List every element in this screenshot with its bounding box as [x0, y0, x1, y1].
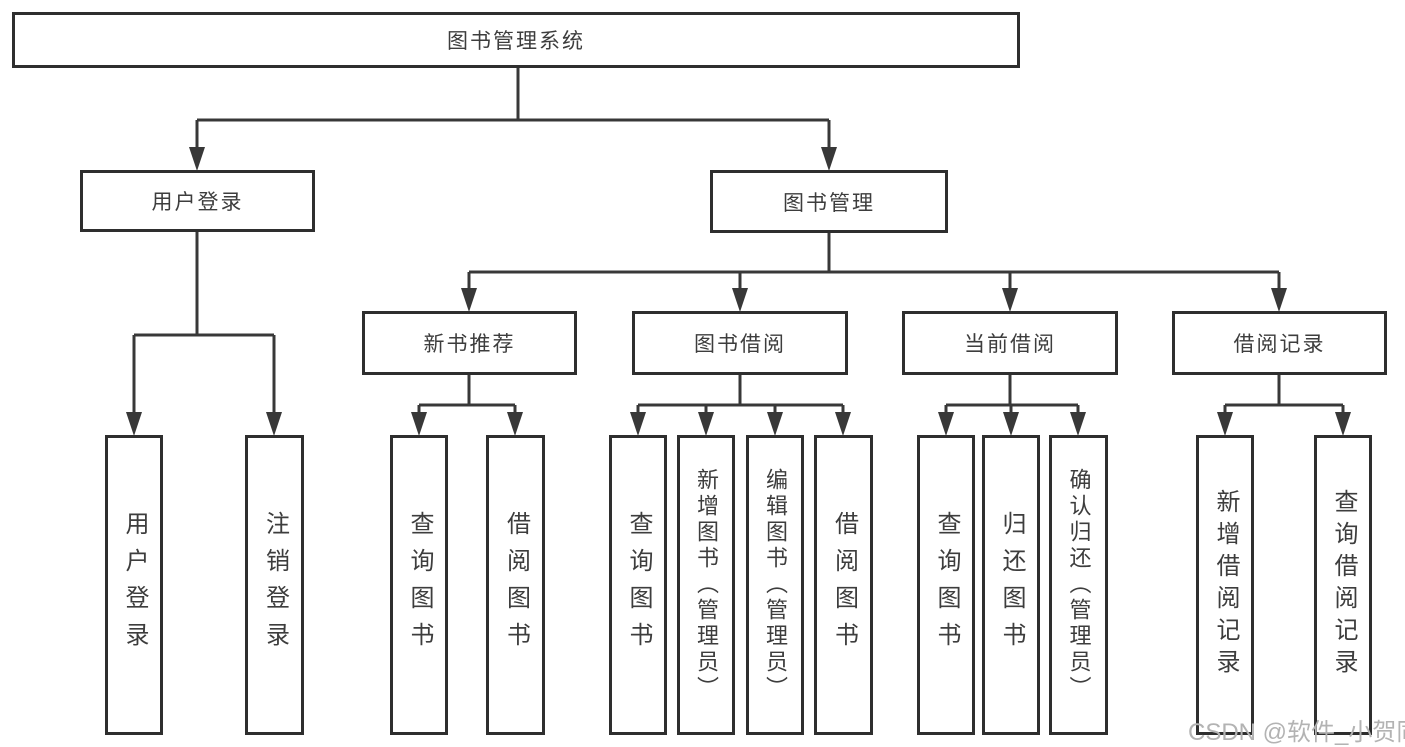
node-root: 图书管理系统 — [12, 12, 1020, 68]
leaf-bb-borrow-books: 借阅图书 — [814, 435, 873, 735]
node-user-login: 用户登录 — [80, 170, 315, 232]
leaf-cb-confirm-return-admin: 确认归还（管理员） — [1049, 435, 1108, 735]
node-borrow-records: 借阅记录 — [1172, 311, 1387, 375]
node-current-borrow: 当前借阅 — [902, 311, 1118, 375]
leaf-bb-query-books: 查询图书 — [609, 435, 667, 735]
leaf-bb-edit-books-admin: 编辑图书（管理员） — [746, 435, 804, 735]
leaf-nbr-borrow-books: 借阅图书 — [486, 435, 545, 735]
leaf-br-query-record: 查询借阅记录 — [1314, 435, 1372, 735]
leaf-bb-add-books-admin: 新增图书（管理员） — [677, 435, 735, 735]
node-book-borrow: 图书借阅 — [632, 311, 848, 375]
leaf-cb-return-books: 归还图书 — [982, 435, 1040, 735]
leaf-user-login: 用户登录 — [105, 435, 163, 735]
leaf-cb-query-books: 查询图书 — [917, 435, 975, 735]
csdn-watermark: CSDN @软件_小贺同学 — [1188, 719, 1405, 746]
node-book-management: 图书管理 — [710, 170, 948, 233]
leaf-nbr-query-books: 查询图书 — [390, 435, 448, 735]
node-new-book-recommend: 新书推荐 — [362, 311, 577, 375]
leaf-logout-login: 注销登录 — [245, 435, 304, 735]
leaf-br-add-record: 新增借阅记录 — [1196, 435, 1254, 735]
